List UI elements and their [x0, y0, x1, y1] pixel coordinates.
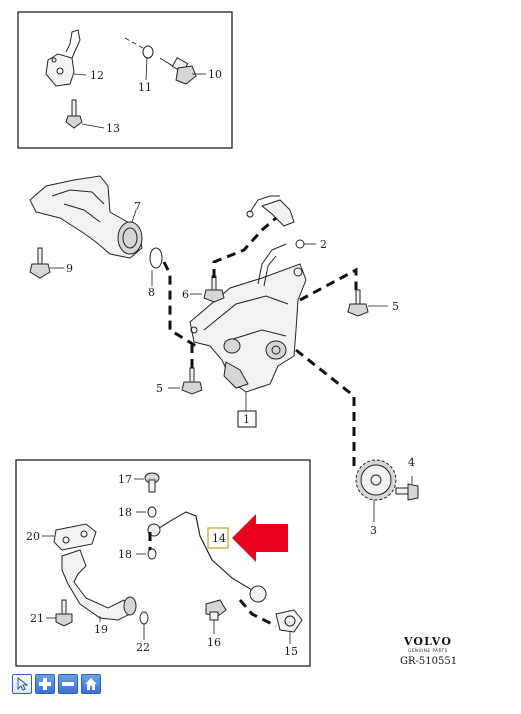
oil-pickup-part-7[interactable]	[29, 175, 143, 259]
callout-17: 17	[118, 473, 132, 486]
bolt-part-6[interactable]	[203, 275, 225, 303]
viewer-toolbar	[12, 674, 101, 694]
assembly-line-bolt-right	[299, 267, 358, 302]
bolt-part-5-left[interactable]	[181, 367, 203, 395]
bolt-part-21[interactable]	[55, 599, 73, 627]
callout-14: 14	[212, 532, 226, 545]
oring-part-22[interactable]	[139, 611, 149, 625]
callout-7: 7	[134, 200, 141, 213]
pointer-icon	[17, 677, 28, 691]
callout-13: 13	[106, 122, 120, 135]
callout-18-bottom: 18	[118, 548, 132, 561]
zoom-in-button[interactable]	[35, 674, 55, 694]
callout-5-left: 5	[156, 382, 163, 395]
gasket-part-15[interactable]	[275, 609, 303, 633]
inset-frame-bottom	[15, 459, 311, 667]
washer-part-18-bottom[interactable]	[147, 548, 157, 560]
sensor-part-10[interactable]	[159, 56, 197, 85]
callout-3: 3	[370, 524, 377, 537]
screw-part-17[interactable]	[144, 472, 160, 493]
zoom-in-icon	[39, 678, 51, 690]
callout-2: 2	[320, 238, 327, 251]
bolt-part-16[interactable]	[205, 599, 227, 621]
callout-1: 1	[243, 413, 250, 426]
callout-10: 10	[208, 68, 222, 81]
callout-box-1	[237, 410, 257, 428]
callout-18-top: 18	[118, 506, 132, 519]
callout-8: 8	[148, 286, 155, 299]
callout-6: 6	[182, 288, 189, 301]
assembly-line-pipe-14	[238, 599, 277, 628]
assembly-line-sprocket	[295, 348, 356, 470]
highlight-arrow	[232, 514, 288, 562]
home-icon	[85, 678, 97, 690]
assembly-line-pickup	[162, 261, 197, 348]
callout-5-right: 5	[392, 300, 399, 313]
oring-part-8[interactable]	[149, 247, 163, 269]
callout-11: 11	[138, 81, 152, 94]
oil-pump-part-1[interactable]	[189, 243, 307, 393]
callout-21: 21	[30, 612, 44, 625]
home-button[interactable]	[81, 674, 101, 694]
connector-part-2[interactable]	[246, 195, 305, 249]
logo-text: VOLVO	[403, 635, 453, 648]
callout-19: 19	[94, 623, 108, 636]
callout-20: 20	[26, 530, 40, 543]
diagram-reference: GR-510551	[400, 656, 458, 667]
inset-frame-top	[17, 11, 233, 149]
pointer-button[interactable]	[12, 674, 32, 694]
washer-part-18-top[interactable]	[147, 506, 157, 518]
callout-22: 22	[136, 641, 150, 654]
bolt-part-4[interactable]	[395, 483, 419, 501]
bolt-part-9[interactable]	[29, 247, 51, 279]
oring-part-11[interactable]	[142, 45, 154, 59]
bolt-part-5-right[interactable]	[347, 289, 369, 317]
callout-9: 9	[66, 262, 73, 275]
bolt-part-13[interactable]	[65, 99, 83, 129]
bracket-part-12[interactable]	[45, 29, 81, 87]
zoom-out-button[interactable]	[58, 674, 78, 694]
callout-4: 4	[408, 456, 415, 469]
callout-15: 15	[284, 645, 298, 658]
assembly-line-bracket	[212, 216, 277, 278]
zoom-out-icon	[62, 682, 74, 686]
volvo-logo: VOLVO GENUINE PARTS	[396, 635, 460, 654]
sprocket-part-3[interactable]	[355, 459, 397, 501]
callout-12: 12	[90, 69, 104, 82]
logo-subtext: GENUINE PARTS	[408, 648, 448, 653]
oil-pipe-part-19[interactable]	[61, 549, 137, 621]
callout-16: 16	[207, 636, 221, 649]
bracket-part-20[interactable]	[53, 523, 97, 551]
callout-box-14	[207, 527, 229, 549]
